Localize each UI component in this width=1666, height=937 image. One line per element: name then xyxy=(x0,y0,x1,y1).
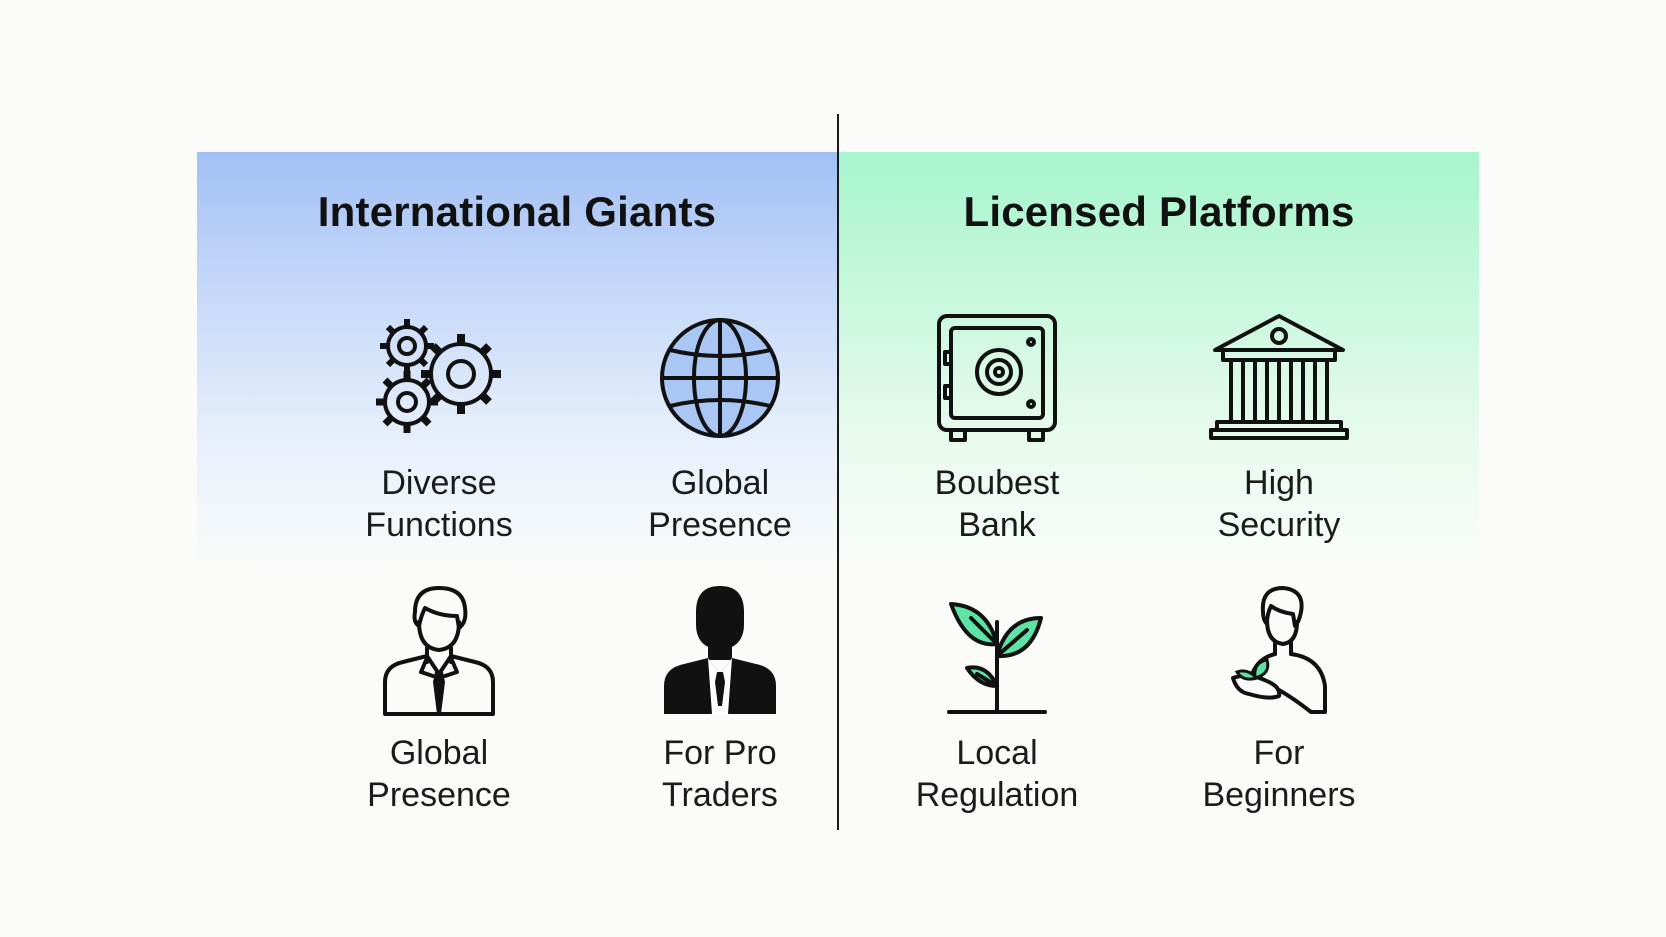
feature-label: Boubest Bank xyxy=(934,464,1060,544)
safe-icon xyxy=(937,314,1057,442)
sprout-icon xyxy=(947,602,1047,714)
feature-label: Local Regulation xyxy=(915,734,1079,814)
feature-high-security: High Security xyxy=(1149,312,1409,546)
licensed-platforms-panel: Licensed Platforms Boubest Bank xyxy=(839,152,1479,852)
businessman-outline-icon xyxy=(383,586,495,716)
feature-for-pro-traders: For Pro Traders xyxy=(590,582,850,816)
feature-label: For Pro Traders xyxy=(662,734,778,814)
panel-title: International Giants xyxy=(317,188,717,235)
feature-local-regulation: Local Regulation xyxy=(867,582,1127,816)
person-holding-sprout-icon xyxy=(1231,586,1327,714)
panel-title: Licensed Platforms xyxy=(963,188,1355,235)
feature-bank: Boubest Bank xyxy=(867,312,1127,546)
businessman-silhouette-icon xyxy=(664,586,776,714)
feature-label: High Security xyxy=(1217,464,1341,544)
gears-icon xyxy=(376,319,501,433)
feature-label: Global Presence xyxy=(367,734,511,814)
bank-building-icon xyxy=(1209,314,1349,440)
feature-diverse-functions: Diverse Functions xyxy=(309,312,569,546)
globe-icon xyxy=(660,318,780,438)
feature-label: Global Presence xyxy=(648,464,792,544)
feature-global-presence: Global Presence xyxy=(590,312,850,546)
center-divider xyxy=(837,114,839,830)
feature-for-beginners: For Beginners xyxy=(1149,582,1409,816)
feature-global-presence-2: Global Presence xyxy=(309,582,569,816)
feature-label: Diverse Functions xyxy=(365,464,513,544)
feature-label: For Beginners xyxy=(1202,734,1356,814)
international-giants-panel: International Giants xyxy=(197,152,837,852)
